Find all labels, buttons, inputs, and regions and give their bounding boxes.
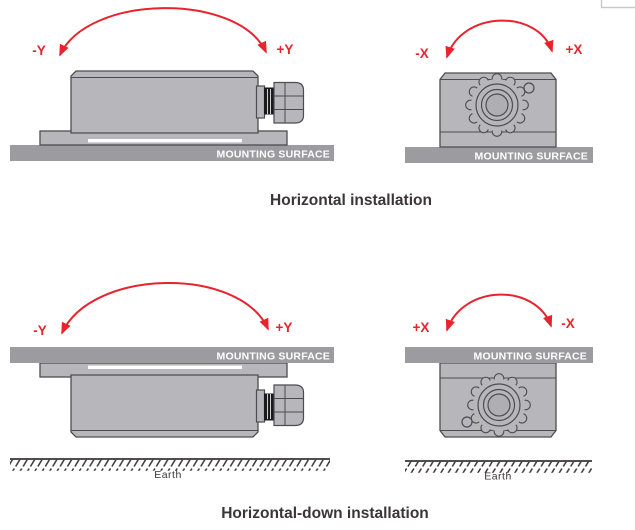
axis-label-neg-x: -X: [415, 46, 429, 61]
rotation-arrow-icon: [445, 293, 553, 332]
mounting-surface-bar: [405, 347, 593, 363]
axis-label-pos-y: +Y: [276, 320, 293, 335]
horizontal-side-view: MOUNTING SURFACE -Y +Y: [10, 7, 334, 161]
mounting-surface-label: MOUNTING SURFACE: [475, 151, 588, 163]
caption-horizontal: Horizontal installation: [270, 192, 432, 209]
earth-ground-icon: Earth: [405, 460, 592, 483]
device-side-view: [39, 70, 305, 146]
horizontal-down-side-view: MOUNTING SURFACE -Y +Y Earth: [10, 282, 334, 481]
horizontal-end-view: MOUNTING SURFACE -X +X: [405, 19, 593, 163]
axis-label-pos-y: +Y: [277, 42, 294, 57]
axis-label-neg-x: -X: [561, 316, 575, 331]
axis-label-neg-y: -Y: [32, 43, 46, 58]
caption-horizontal-down: Horizontal-down installation: [221, 505, 429, 522]
device-end-view-flipped: [439, 362, 557, 438]
mounting-surface-label: MOUNTING SURFACE: [474, 351, 587, 363]
horizontal-down-end-view: MOUNTING SURFACE +X -X Earth: [405, 293, 593, 483]
rotation-arrow-icon: [59, 7, 267, 57]
mounting-surface-label: MOUNTING SURFACE: [217, 351, 330, 363]
axis-label-neg-y: -Y: [33, 323, 47, 338]
axis-label-pos-x: +X: [566, 42, 583, 57]
axis-label-pos-x: +X: [413, 320, 430, 335]
rotation-arrow-icon: [61, 282, 269, 335]
page-border-corner: [600, 0, 635, 9]
device-end-view: [439, 72, 557, 148]
rotation-arrow-icon: [445, 19, 554, 59]
earth-label: Earth: [484, 471, 512, 483]
device-side-view-flipped: [39, 362, 305, 438]
earth-label: Earth: [154, 469, 182, 481]
mounting-surface-bar: [10, 347, 334, 363]
earth-ground-icon: Earth: [10, 458, 330, 481]
mounting-surface-bar: [405, 147, 593, 163]
mounting-surface-label: MOUNTING SURFACE: [217, 149, 330, 161]
mounting-surface-bar: [10, 145, 334, 161]
